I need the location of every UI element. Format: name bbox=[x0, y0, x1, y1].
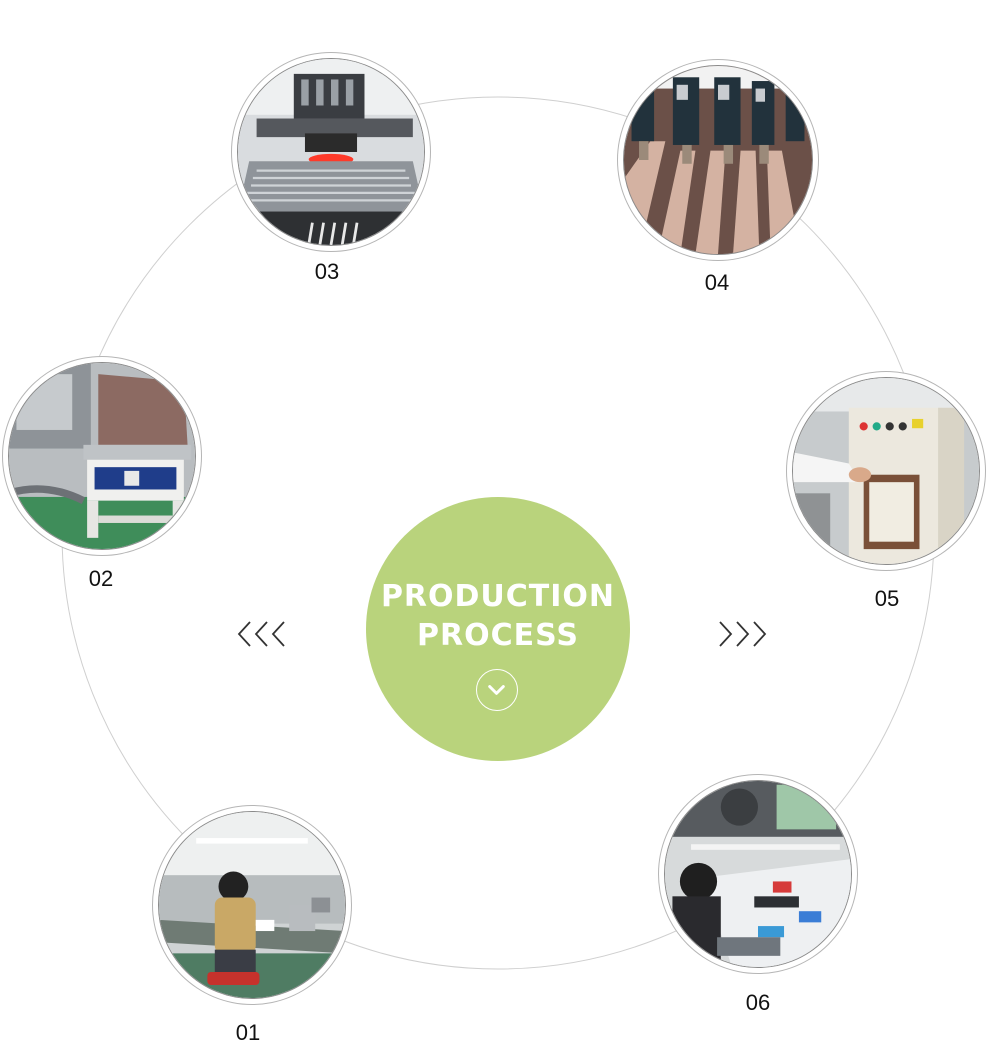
previous-arrow[interactable] bbox=[236, 619, 292, 649]
next-arrow[interactable] bbox=[716, 619, 772, 649]
scroll-down-button[interactable] bbox=[476, 669, 518, 711]
step-03-photo[interactable] bbox=[237, 58, 425, 246]
step-05-photo[interactable] bbox=[792, 377, 980, 565]
step-01-photo[interactable] bbox=[158, 811, 346, 999]
step-number: 03 bbox=[314, 259, 340, 284]
step-number: 05 bbox=[874, 586, 900, 611]
chevron-down-icon bbox=[488, 685, 505, 695]
production-process-badge: PRODUCTION PROCESS bbox=[366, 497, 630, 761]
triple-chevron-left-icon bbox=[237, 621, 285, 647]
badge-title-line-2: PROCESS bbox=[417, 618, 579, 653]
triple-chevron-right-icon bbox=[719, 621, 767, 647]
step-06-photo[interactable] bbox=[664, 780, 852, 968]
step-number: 04 bbox=[704, 270, 730, 295]
step-number: 01 bbox=[235, 1020, 261, 1045]
step-number: 02 bbox=[88, 566, 114, 591]
step-04-photo[interactable] bbox=[623, 65, 813, 255]
step-02-photo[interactable] bbox=[8, 362, 196, 550]
badge-title-line-1: PRODUCTION bbox=[380, 579, 616, 614]
step-number: 06 bbox=[745, 990, 771, 1015]
